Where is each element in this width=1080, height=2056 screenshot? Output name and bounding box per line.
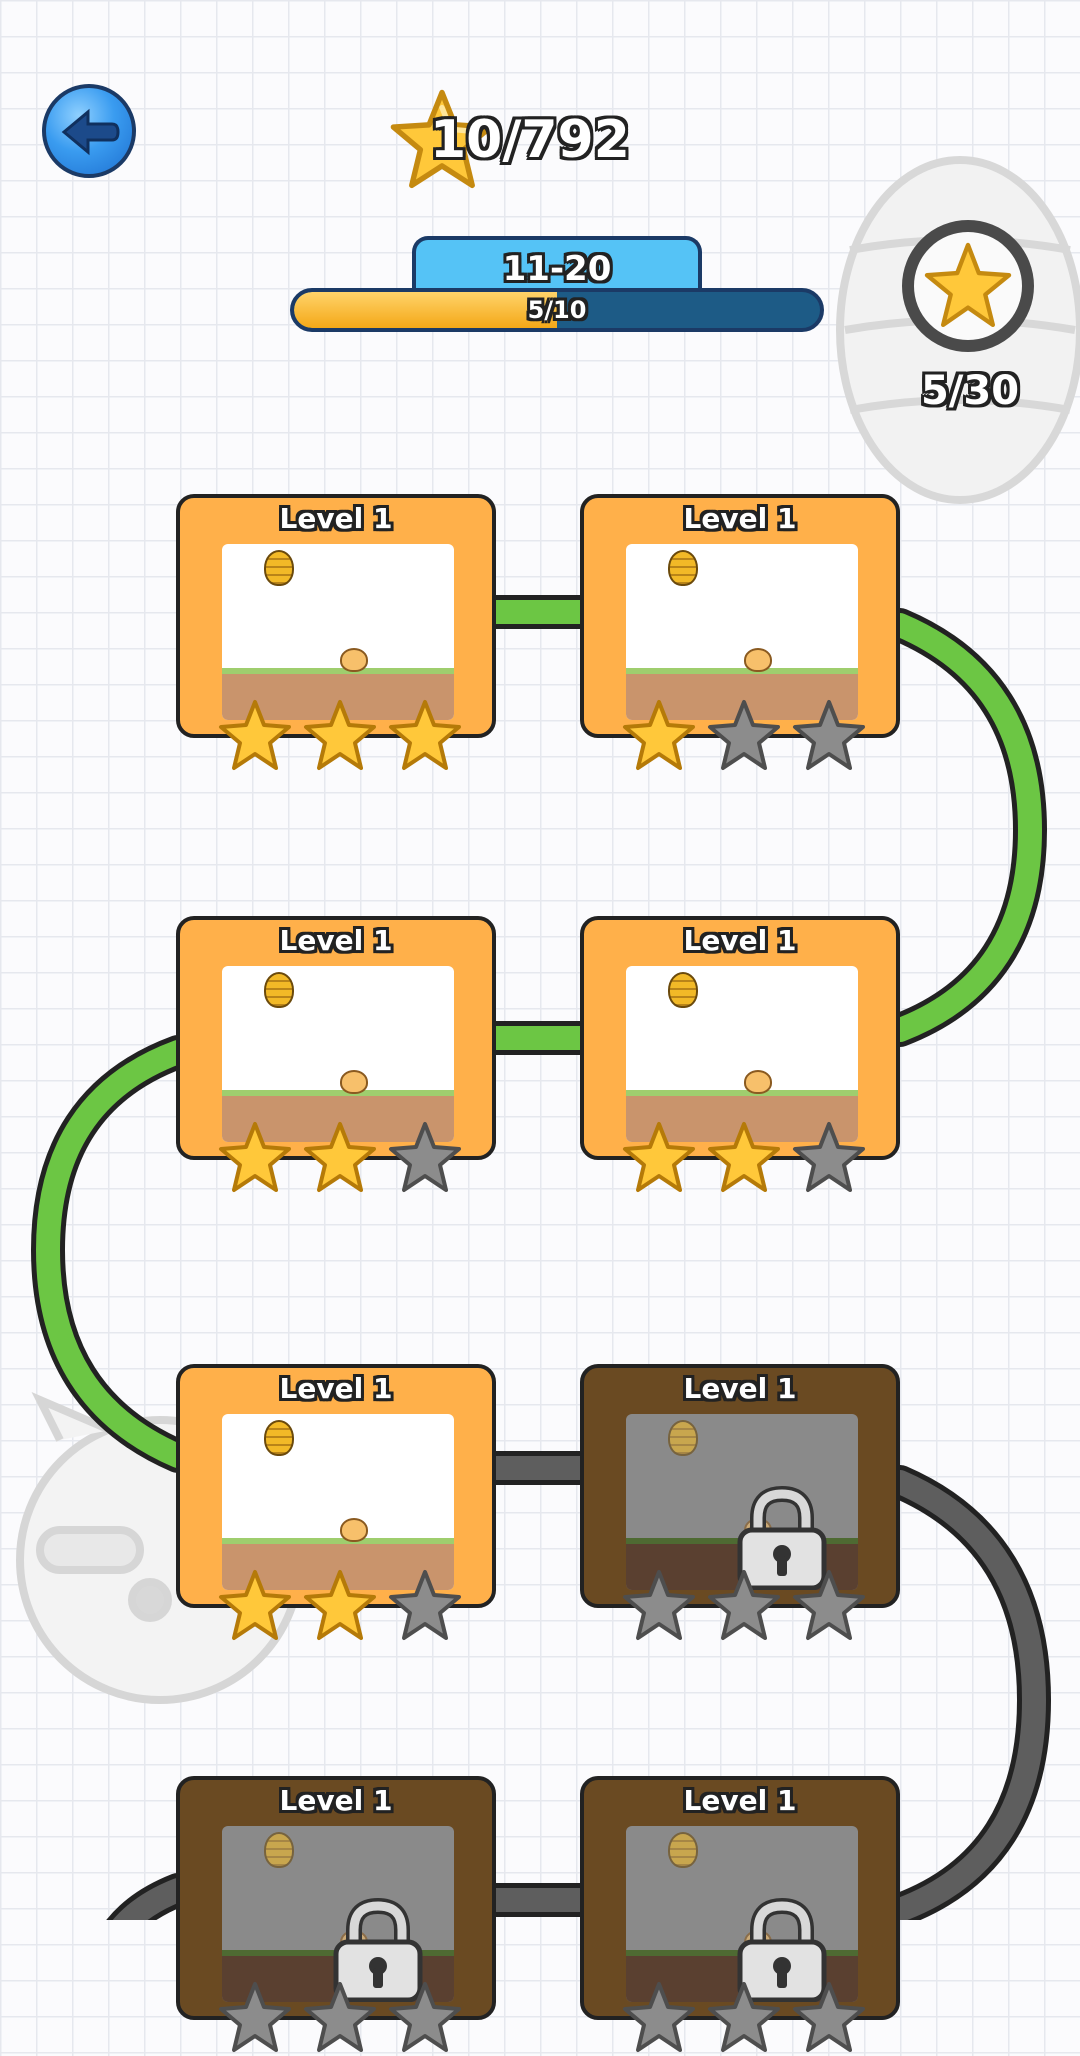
level-preview <box>626 544 858 720</box>
star-filled-icon <box>708 1122 780 1192</box>
page-range-label: 11-20 <box>502 249 612 289</box>
level-title: Level 1 <box>683 924 797 957</box>
star-empty-icon <box>793 700 865 770</box>
star-reward-button[interactable] <box>902 220 1034 352</box>
star-filled-icon <box>219 1570 291 1640</box>
level-title: Level 1 <box>683 502 797 535</box>
star-filled-icon <box>219 700 291 770</box>
lock-icon <box>737 1485 827 1590</box>
beehive-icon <box>264 1420 294 1456</box>
level-stars <box>216 1568 464 1644</box>
page-progress-text: 5/10 <box>527 296 587 324</box>
back-arrow-icon <box>61 108 120 156</box>
level-card[interactable]: Level 1 <box>176 1776 496 2052</box>
level-stars <box>620 698 868 774</box>
dog-icon <box>340 1070 368 1094</box>
level-preview <box>222 966 454 1142</box>
dog-icon <box>744 648 772 672</box>
page-range-tab[interactable]: 11-20 <box>412 236 702 298</box>
level-card[interactable]: Level 1 <box>580 916 900 1192</box>
page-progress-fill <box>294 292 557 328</box>
star-empty-icon <box>793 1982 865 2052</box>
star-filled-icon <box>623 1122 695 1192</box>
star-icon <box>924 242 1012 328</box>
star-empty-icon <box>708 1570 780 1640</box>
level-stars <box>620 1568 868 1644</box>
level-stars <box>216 698 464 774</box>
level-preview <box>222 1414 454 1590</box>
star-empty-icon <box>389 1982 461 2052</box>
beehive-icon <box>668 1832 698 1868</box>
level-title: Level 1 <box>683 1372 797 1405</box>
beehive-icon <box>668 550 698 586</box>
star-filled-icon <box>389 700 461 770</box>
level-title: Level 1 <box>279 1784 393 1817</box>
level-card[interactable]: Level 1 <box>580 1364 900 1640</box>
dog-icon <box>744 1070 772 1094</box>
level-title: Level 1 <box>279 924 393 957</box>
star-empty-icon <box>708 1982 780 2052</box>
back-button[interactable] <box>42 84 136 178</box>
beehive-icon <box>264 1832 294 1868</box>
star-empty-icon <box>623 1982 695 2052</box>
level-preview <box>626 966 858 1142</box>
star-filled-icon <box>304 1122 376 1192</box>
star-filled-icon <box>623 700 695 770</box>
star-empty-icon <box>389 1122 461 1192</box>
star-reward-count: 5/30 <box>920 368 1020 414</box>
star-empty-icon <box>219 1982 291 2052</box>
star-filled-icon <box>304 700 376 770</box>
level-preview <box>222 544 454 720</box>
level-title: Level 1 <box>279 1372 393 1405</box>
level-stars <box>216 1120 464 1196</box>
level-preview <box>222 1826 454 2002</box>
level-stars <box>620 1120 868 1196</box>
level-card[interactable]: Level 1 <box>176 1364 496 1640</box>
level-preview <box>626 1414 858 1590</box>
level-card[interactable]: Level 1 <box>580 1776 900 2052</box>
beehive-icon <box>668 1420 698 1456</box>
dog-icon <box>340 1518 368 1542</box>
dog-icon <box>340 648 368 672</box>
star-empty-icon <box>623 1570 695 1640</box>
beehive-icon <box>264 972 294 1008</box>
level-title: Level 1 <box>683 1784 797 1817</box>
star-empty-icon <box>304 1982 376 2052</box>
level-preview <box>626 1826 858 2002</box>
star-empty-icon <box>389 1570 461 1640</box>
level-stars <box>620 1980 868 2056</box>
star-filled-icon <box>304 1570 376 1640</box>
level-card[interactable]: Level 1 <box>176 916 496 1192</box>
level-stars <box>216 1980 464 2056</box>
level-path <box>30 595 1052 1920</box>
beehive-icon <box>264 550 294 586</box>
beehive-icon <box>668 972 698 1008</box>
level-card[interactable]: Level 1 <box>176 494 496 770</box>
star-empty-icon <box>793 1122 865 1192</box>
level-card[interactable]: Level 1 <box>580 494 900 770</box>
level-title: Level 1 <box>279 502 393 535</box>
star-empty-icon <box>793 1570 865 1640</box>
page-progress-bar: 5/10 <box>290 288 824 332</box>
star-icon <box>390 89 494 189</box>
star-empty-icon <box>708 700 780 770</box>
star-filled-icon <box>219 1122 291 1192</box>
total-stars-count: 10/792 <box>430 110 630 170</box>
